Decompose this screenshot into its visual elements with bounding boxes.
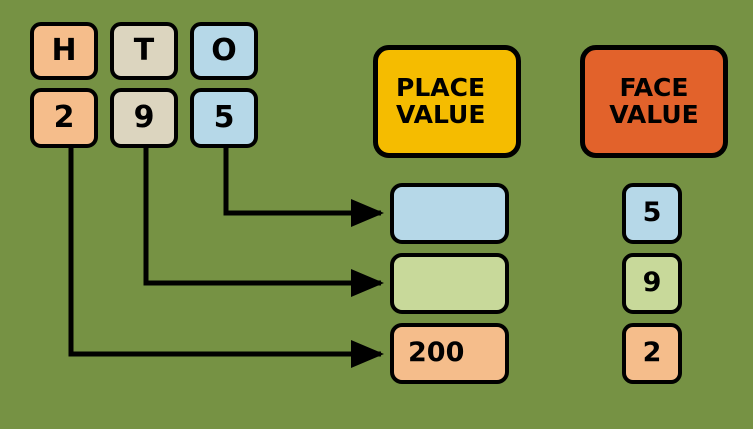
face-value-box-hundreds-value: 2 xyxy=(642,337,662,369)
digit-ones-label: 5 xyxy=(213,100,235,136)
place-header-tens-label: T xyxy=(133,33,155,69)
place-value-box-hundreds[interactable]: 200 xyxy=(390,323,509,384)
digit-hundreds: 2 xyxy=(30,88,98,148)
place-value-box-tens[interactable] xyxy=(390,253,509,314)
face-value-box-tens-value: 9 xyxy=(642,267,662,299)
connector-tens-to-place-value xyxy=(143,148,384,297)
face-value-box-ones: 5 xyxy=(622,183,682,244)
face-value-banner-line1: FACE xyxy=(619,73,689,103)
place-value-box-ones[interactable] xyxy=(390,183,509,244)
place-value-banner: PLACE VALUE xyxy=(373,45,521,158)
place-header-ones: O xyxy=(190,22,258,80)
place-value-banner-line2: VALUE xyxy=(396,99,486,129)
digit-ones: 5 xyxy=(190,88,258,148)
place-header-tens: T xyxy=(110,22,178,80)
digit-hundreds-label: 2 xyxy=(53,100,75,136)
digit-tens-label: 9 xyxy=(133,100,155,136)
face-value-banner: FACE VALUE xyxy=(580,45,728,158)
face-value-box-tens: 9 xyxy=(622,253,682,314)
place-header-hundreds: H xyxy=(30,22,98,80)
digit-tens: 9 xyxy=(110,88,178,148)
place-header-hundreds-label: H xyxy=(51,33,77,69)
place-header-ones-label: O xyxy=(211,33,237,69)
place-value-banner-line1: PLACE xyxy=(396,73,486,103)
connector-hundreds-to-place-value xyxy=(68,148,384,368)
connector-ones-to-place-value xyxy=(223,148,384,227)
face-value-box-ones-value: 5 xyxy=(642,197,662,229)
face-value-banner-line2: VALUE xyxy=(609,99,699,129)
place-value-box-hundreds-value: 200 xyxy=(408,337,465,369)
face-value-box-hundreds: 2 xyxy=(622,323,682,384)
